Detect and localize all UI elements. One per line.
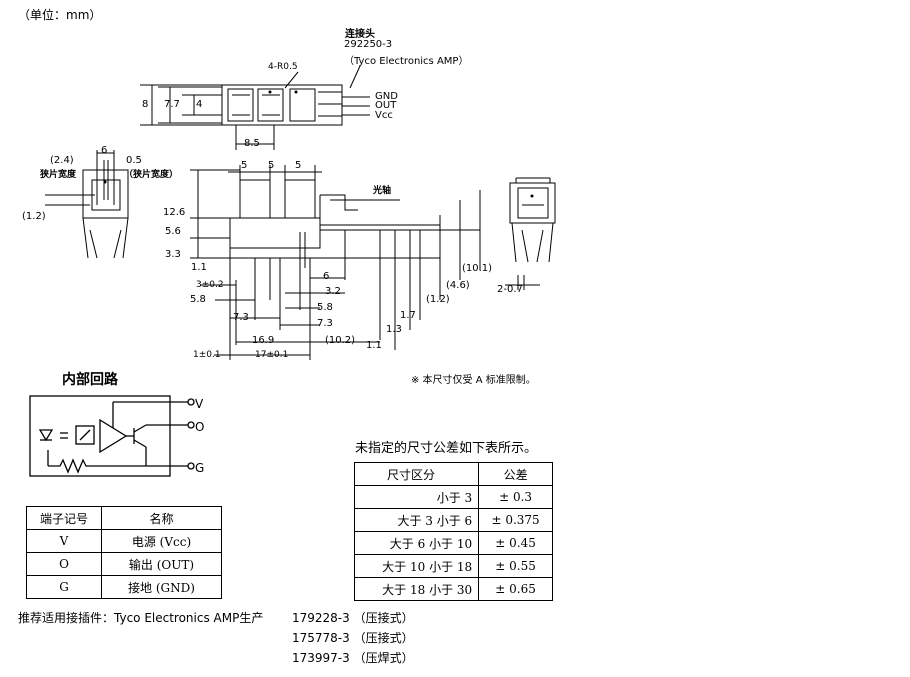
size-range-cell: 小于 3 xyxy=(353,485,480,509)
terminal-name-cell: 输出 (OUT) xyxy=(101,552,222,576)
dim-1-1: 1.1 xyxy=(191,262,207,273)
terminal-symbol-cell: V xyxy=(26,529,102,553)
dim-12-6: 12.6 xyxy=(163,207,186,218)
dimension-note: ※ 本尺寸仅受 A 标准限制。 xyxy=(411,375,536,386)
dim-4-6: (4.6) xyxy=(446,280,470,291)
dim-1-2-left: (1.2) xyxy=(22,211,46,222)
recommend-item: 175778-3 （压接式） xyxy=(292,631,414,645)
size-range-cell: 大于 3 小于 6 xyxy=(353,508,480,532)
connector-maker: （Tyco Electronics AMP） xyxy=(344,56,469,67)
size-range-cell: 大于 6 小于 10 xyxy=(353,531,480,555)
dim-5-c: 5 xyxy=(295,160,302,171)
tolerance-cell: ± 0.45 xyxy=(478,531,553,555)
dim-17: 17±0.1 xyxy=(255,350,289,360)
unit-label: （单位：mm） xyxy=(18,8,102,22)
terminal-table: 端子记号 名称 V 电源 (Vcc) O 输出 (OUT) G 接地 (GND) xyxy=(26,506,222,599)
table-row: O 输出 (OUT) xyxy=(26,552,222,576)
dim-16-9: 16.9 xyxy=(252,335,275,346)
pin-out: OUT xyxy=(375,100,397,111)
dim-5-b: 5 xyxy=(268,160,275,171)
dim-1-1-b: 1.1 xyxy=(366,340,382,351)
slot-width-left: 狭片宽度 xyxy=(40,170,77,180)
top-view-body xyxy=(221,84,343,126)
dim-2-4: (2.4) xyxy=(50,155,74,166)
table-row: 大于 3 小于 6 ± 0.375 xyxy=(353,508,553,532)
terminal-symbol-cell: O xyxy=(26,552,102,576)
circuit-pin-g: G xyxy=(195,461,205,475)
dim-2-0-7: 2-0.7 xyxy=(497,284,523,295)
dim-6-left: 6 xyxy=(101,145,108,156)
tolerance-table: 尺寸区分 公差 小于 3 ± 0.3 大于 3 小于 6 ± 0.375 大于 … xyxy=(353,462,553,601)
dim-5-8-a: 5.8 xyxy=(190,294,206,305)
recommend-item: 179228-3 （压接式） xyxy=(292,611,414,625)
dim-1-2-right: (1.2) xyxy=(426,294,450,305)
column-header: 端子记号 xyxy=(26,506,102,530)
circuit-pin-o: O xyxy=(195,420,205,434)
recommend-label: 推荐适用接插件：Tyco Electronics AMP生产 xyxy=(18,611,264,625)
dim-8: 8 xyxy=(142,99,149,110)
tolerance-cell: ± 0.3 xyxy=(478,485,553,509)
table-header-row: 端子记号 名称 xyxy=(26,506,222,530)
size-range-cell: 大于 18 小于 30 xyxy=(353,577,480,601)
column-header: 公差 xyxy=(478,462,553,486)
table-row: V 电源 (Vcc) xyxy=(26,529,222,553)
circuit-diagram xyxy=(29,395,195,477)
dim-7-7: 7.7 xyxy=(164,99,180,110)
terminal-symbol-cell: G xyxy=(26,575,102,599)
circuit-pin-v: V xyxy=(195,397,204,411)
table-header-row: 尺寸区分 公差 xyxy=(353,462,553,486)
circuit-title: 内部回路 xyxy=(62,372,118,388)
connector-title: 连接头 xyxy=(345,29,375,40)
dim-radius: 4-R0.5 xyxy=(268,62,298,72)
size-range-cell: 大于 10 小于 18 xyxy=(353,554,480,578)
recommend-item: 173997-3 （压焊式） xyxy=(292,651,414,665)
dim-7-3-a: 7.3 xyxy=(233,312,249,323)
dim-1-3: 1.3 xyxy=(386,324,402,335)
tolerance-cell: ± 0.65 xyxy=(478,577,553,601)
dimension-drawing xyxy=(45,65,556,360)
table-row: 大于 18 小于 30 ± 0.65 xyxy=(353,577,553,601)
dim-4: 4 xyxy=(196,99,203,110)
dim-10-2: (10.2) xyxy=(325,335,356,346)
dim-10-1: (10.1) xyxy=(462,263,493,274)
dim-5-6: 5.6 xyxy=(165,226,181,237)
dim-0-5: 0.5 xyxy=(126,155,142,166)
column-header: 名称 xyxy=(101,506,222,530)
dim-8-5: 8.5 xyxy=(244,138,260,149)
tolerance-cell: ± 0.375 xyxy=(478,508,553,532)
dim-3-2: 3.2 xyxy=(325,286,341,297)
dim-3-3: 3.3 xyxy=(165,249,181,260)
terminal-name-cell: 接地 (GND) xyxy=(101,575,222,599)
dim-7-3-b: 7.3 xyxy=(317,318,333,329)
table-row: G 接地 (GND) xyxy=(26,575,222,599)
front-view-body xyxy=(229,217,321,249)
optical-axis-label: 光轴 xyxy=(373,186,392,196)
pin-gnd: GND xyxy=(375,91,398,102)
right-view-body xyxy=(509,182,556,224)
left-view-body xyxy=(82,169,129,219)
dim-5-a: 5 xyxy=(241,160,248,171)
dim-1: 1±0.1 xyxy=(193,350,221,360)
tolerance-caption: 未指定的尺寸公差如下表所示。 xyxy=(355,441,538,456)
terminal-name-cell: 电源 (Vcc) xyxy=(101,529,222,553)
table-row: 大于 10 小于 18 ± 0.55 xyxy=(353,554,553,578)
slot-width-right: （狭片宽度） xyxy=(124,170,179,180)
tolerance-cell: ± 0.55 xyxy=(478,554,553,578)
dim-6-front: 6 xyxy=(323,271,330,282)
connector-part-no: 292250-3 xyxy=(344,39,393,50)
dim-5-8-b: 5.8 xyxy=(317,302,333,313)
dim-1-7: 1.7 xyxy=(400,310,416,321)
dim-3: 3±0.2 xyxy=(196,280,224,290)
table-row: 大于 6 小于 10 ± 0.45 xyxy=(353,531,553,555)
table-row: 小于 3 ± 0.3 xyxy=(353,485,553,509)
column-header: 尺寸区分 xyxy=(353,462,480,486)
pin-vcc: Vcc xyxy=(375,110,393,121)
